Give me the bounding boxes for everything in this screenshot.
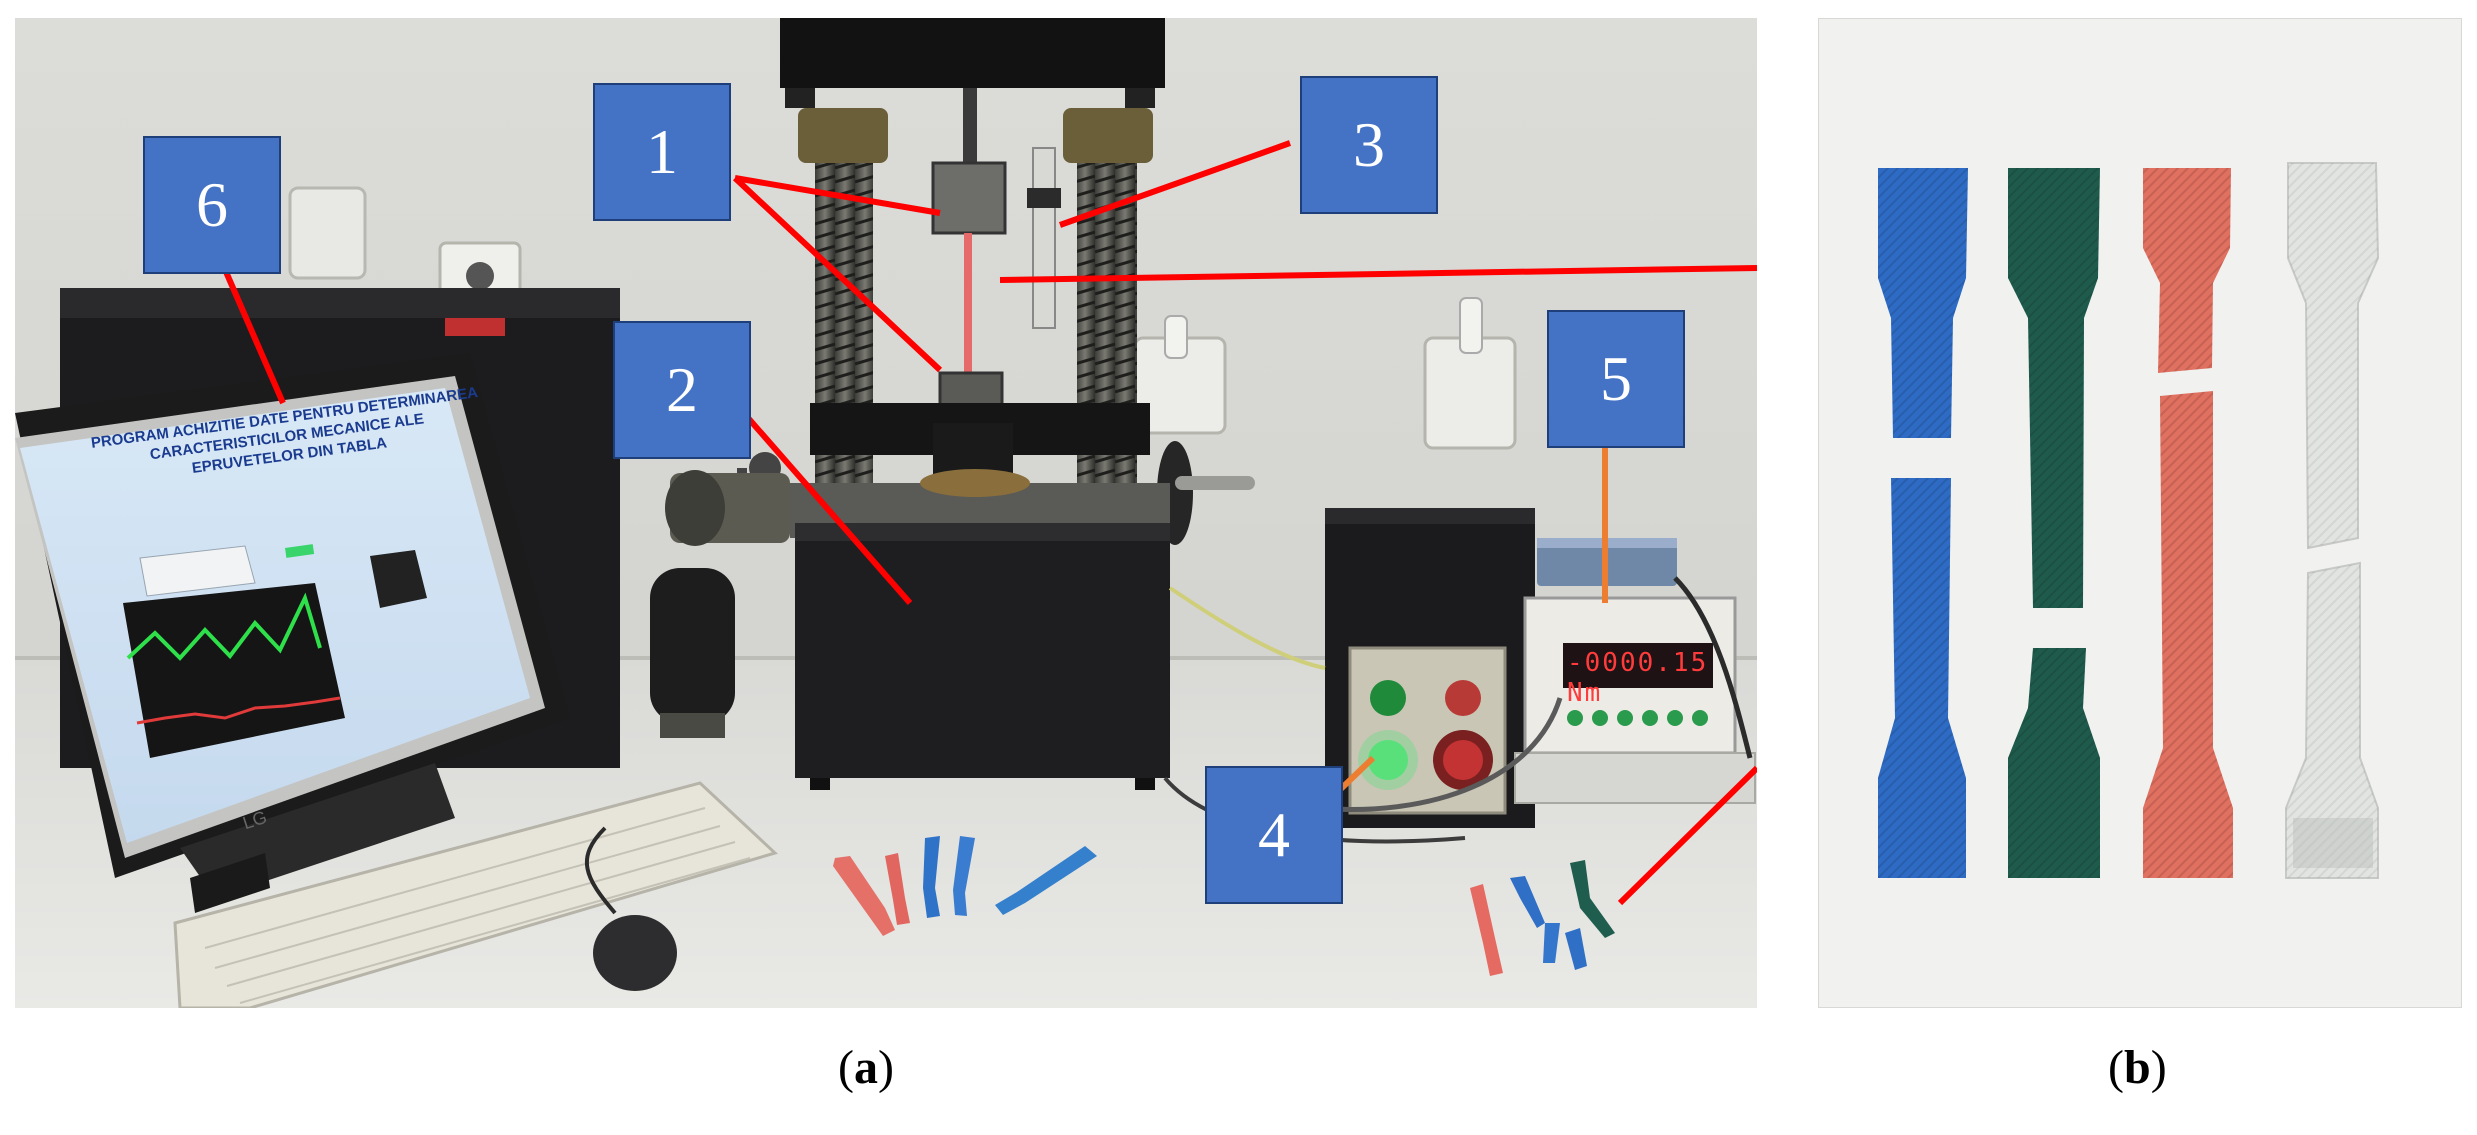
caption-b: (b) <box>2108 1041 2167 1094</box>
callout-5: 5 <box>1547 310 1685 448</box>
torque-meter-display: -0000.15 Nm <box>1567 648 1709 708</box>
specimen-transparent <box>2285 162 2380 879</box>
specimen-green <box>2008 168 2100 878</box>
specimens-table-left <box>833 836 1097 936</box>
photo-panel-b <box>1818 18 2462 1008</box>
pointer-arrows <box>217 140 1757 906</box>
specimen-blue <box>1878 168 1968 878</box>
callout-3: 3 <box>1300 76 1438 214</box>
caption-a-letter: a <box>853 1041 878 1094</box>
lab-setup-photo <box>15 18 1757 1008</box>
specimens-photo <box>1818 18 2462 1008</box>
caption-a: (a) <box>838 1041 894 1094</box>
specimens-table-right <box>1470 860 1615 976</box>
specimen-red <box>2143 168 2233 878</box>
callout-1: 1 <box>593 83 731 221</box>
callout-2: 2 <box>613 321 751 459</box>
callout-4: 4 <box>1205 766 1343 904</box>
photo-panel-a: 1 2 3 4 5 6 PROGRAM ACHIZITIE DATE PENTR… <box>15 18 1757 1008</box>
callout-6: 6 <box>143 136 281 274</box>
caption-b-letter: b <box>2123 1041 2151 1094</box>
